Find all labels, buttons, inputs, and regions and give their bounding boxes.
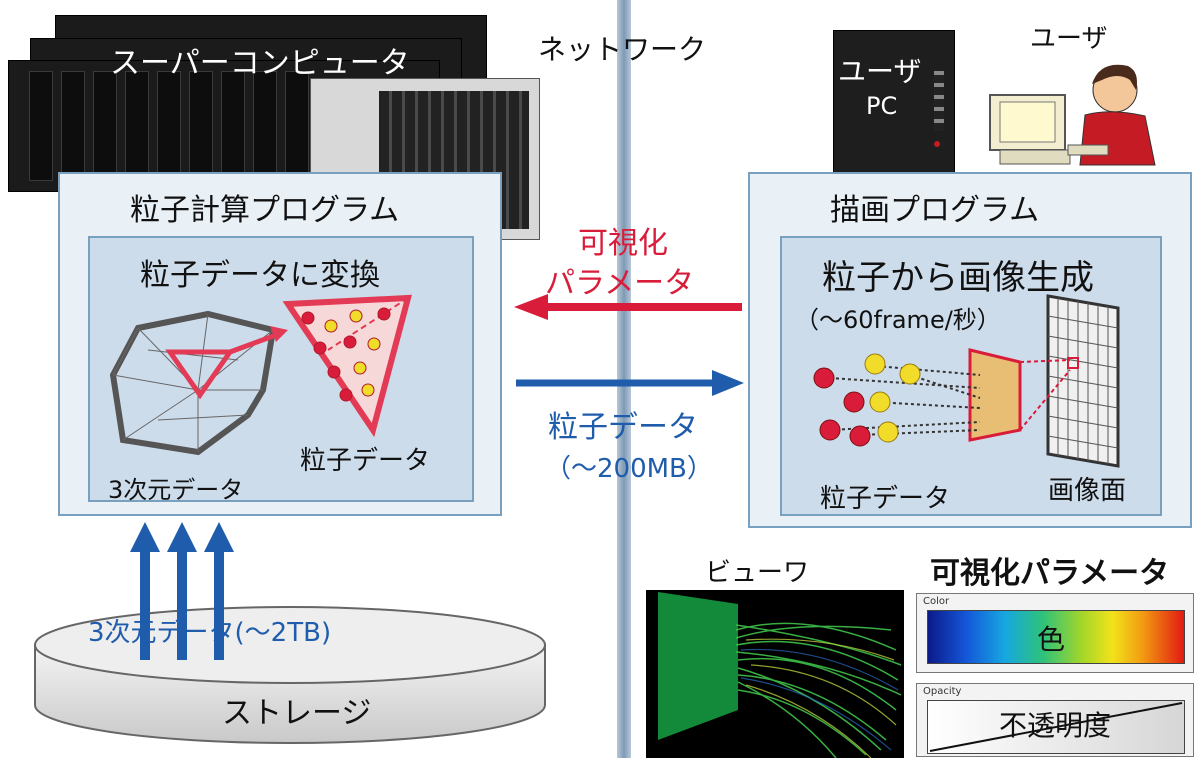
storage-upload-arrows xyxy=(130,522,234,660)
opacity-transfer-panel[interactable]: Opacity 不透明度 xyxy=(916,683,1194,757)
color-panel-header: Color xyxy=(923,596,950,607)
volume-data-label: 3次元データ xyxy=(108,476,244,504)
storage-label: ストレージ xyxy=(222,696,372,731)
opacity-panel-header: Opacity xyxy=(923,686,962,697)
user-at-computer-illustration xyxy=(989,64,1156,166)
particle-data-arrow xyxy=(516,370,744,396)
viewer-label: ビューワ xyxy=(705,558,810,588)
user-label: ユーザ xyxy=(1030,24,1108,54)
volume-to-particle-illustration xyxy=(109,294,412,456)
particle-to-image-illustration xyxy=(813,294,1120,468)
image-plane-label: 画像面 xyxy=(1048,476,1127,506)
user-pc-label-line1: ユーザ xyxy=(838,55,922,88)
storage-disk xyxy=(34,606,546,744)
particle-calc-program-title: 粒子計算プログラム xyxy=(130,193,400,228)
particle-data-transfer-line1: 粒子データ xyxy=(548,410,698,445)
fps-label: （～60frame/秒） xyxy=(795,306,1001,334)
supercomputer-label: スーパーコンピュータ xyxy=(110,46,410,81)
vis-params-label-line1: 可視化 xyxy=(578,226,668,261)
user-pc-label-line2: PC xyxy=(866,92,898,120)
vis-params-title: 可視化パラメータ xyxy=(930,556,1170,591)
convert-title: 粒子データに変換 xyxy=(140,258,380,293)
particle-data-label-right: 粒子データ xyxy=(820,484,951,514)
render-program-title: 描画プログラム xyxy=(830,193,1040,228)
opacity-curve-box[interactable] xyxy=(927,700,1185,754)
color-transfer-panel[interactable]: Color 色 xyxy=(916,593,1194,673)
network-label: ネットワーク xyxy=(538,33,707,66)
color-label: 色 xyxy=(1037,623,1066,656)
color-gradient-bar[interactable] xyxy=(927,610,1185,664)
convert-box xyxy=(88,236,474,502)
params-arrow xyxy=(514,294,742,320)
opacity-label: 不透明度 xyxy=(999,709,1112,742)
vis-params-label-line2: パラメータ xyxy=(545,266,695,301)
particle-data-label-left: 粒子データ xyxy=(300,446,431,476)
viewer-render-image xyxy=(646,590,904,758)
image-generation-title: 粒子から画像生成 xyxy=(822,258,1094,298)
network-line xyxy=(617,0,631,758)
particle-data-transfer-line2: （～200MB） xyxy=(545,454,713,484)
user-pc-tower xyxy=(833,30,955,174)
storage-transfer-label: 3次元データ(～2TB) xyxy=(88,618,332,648)
